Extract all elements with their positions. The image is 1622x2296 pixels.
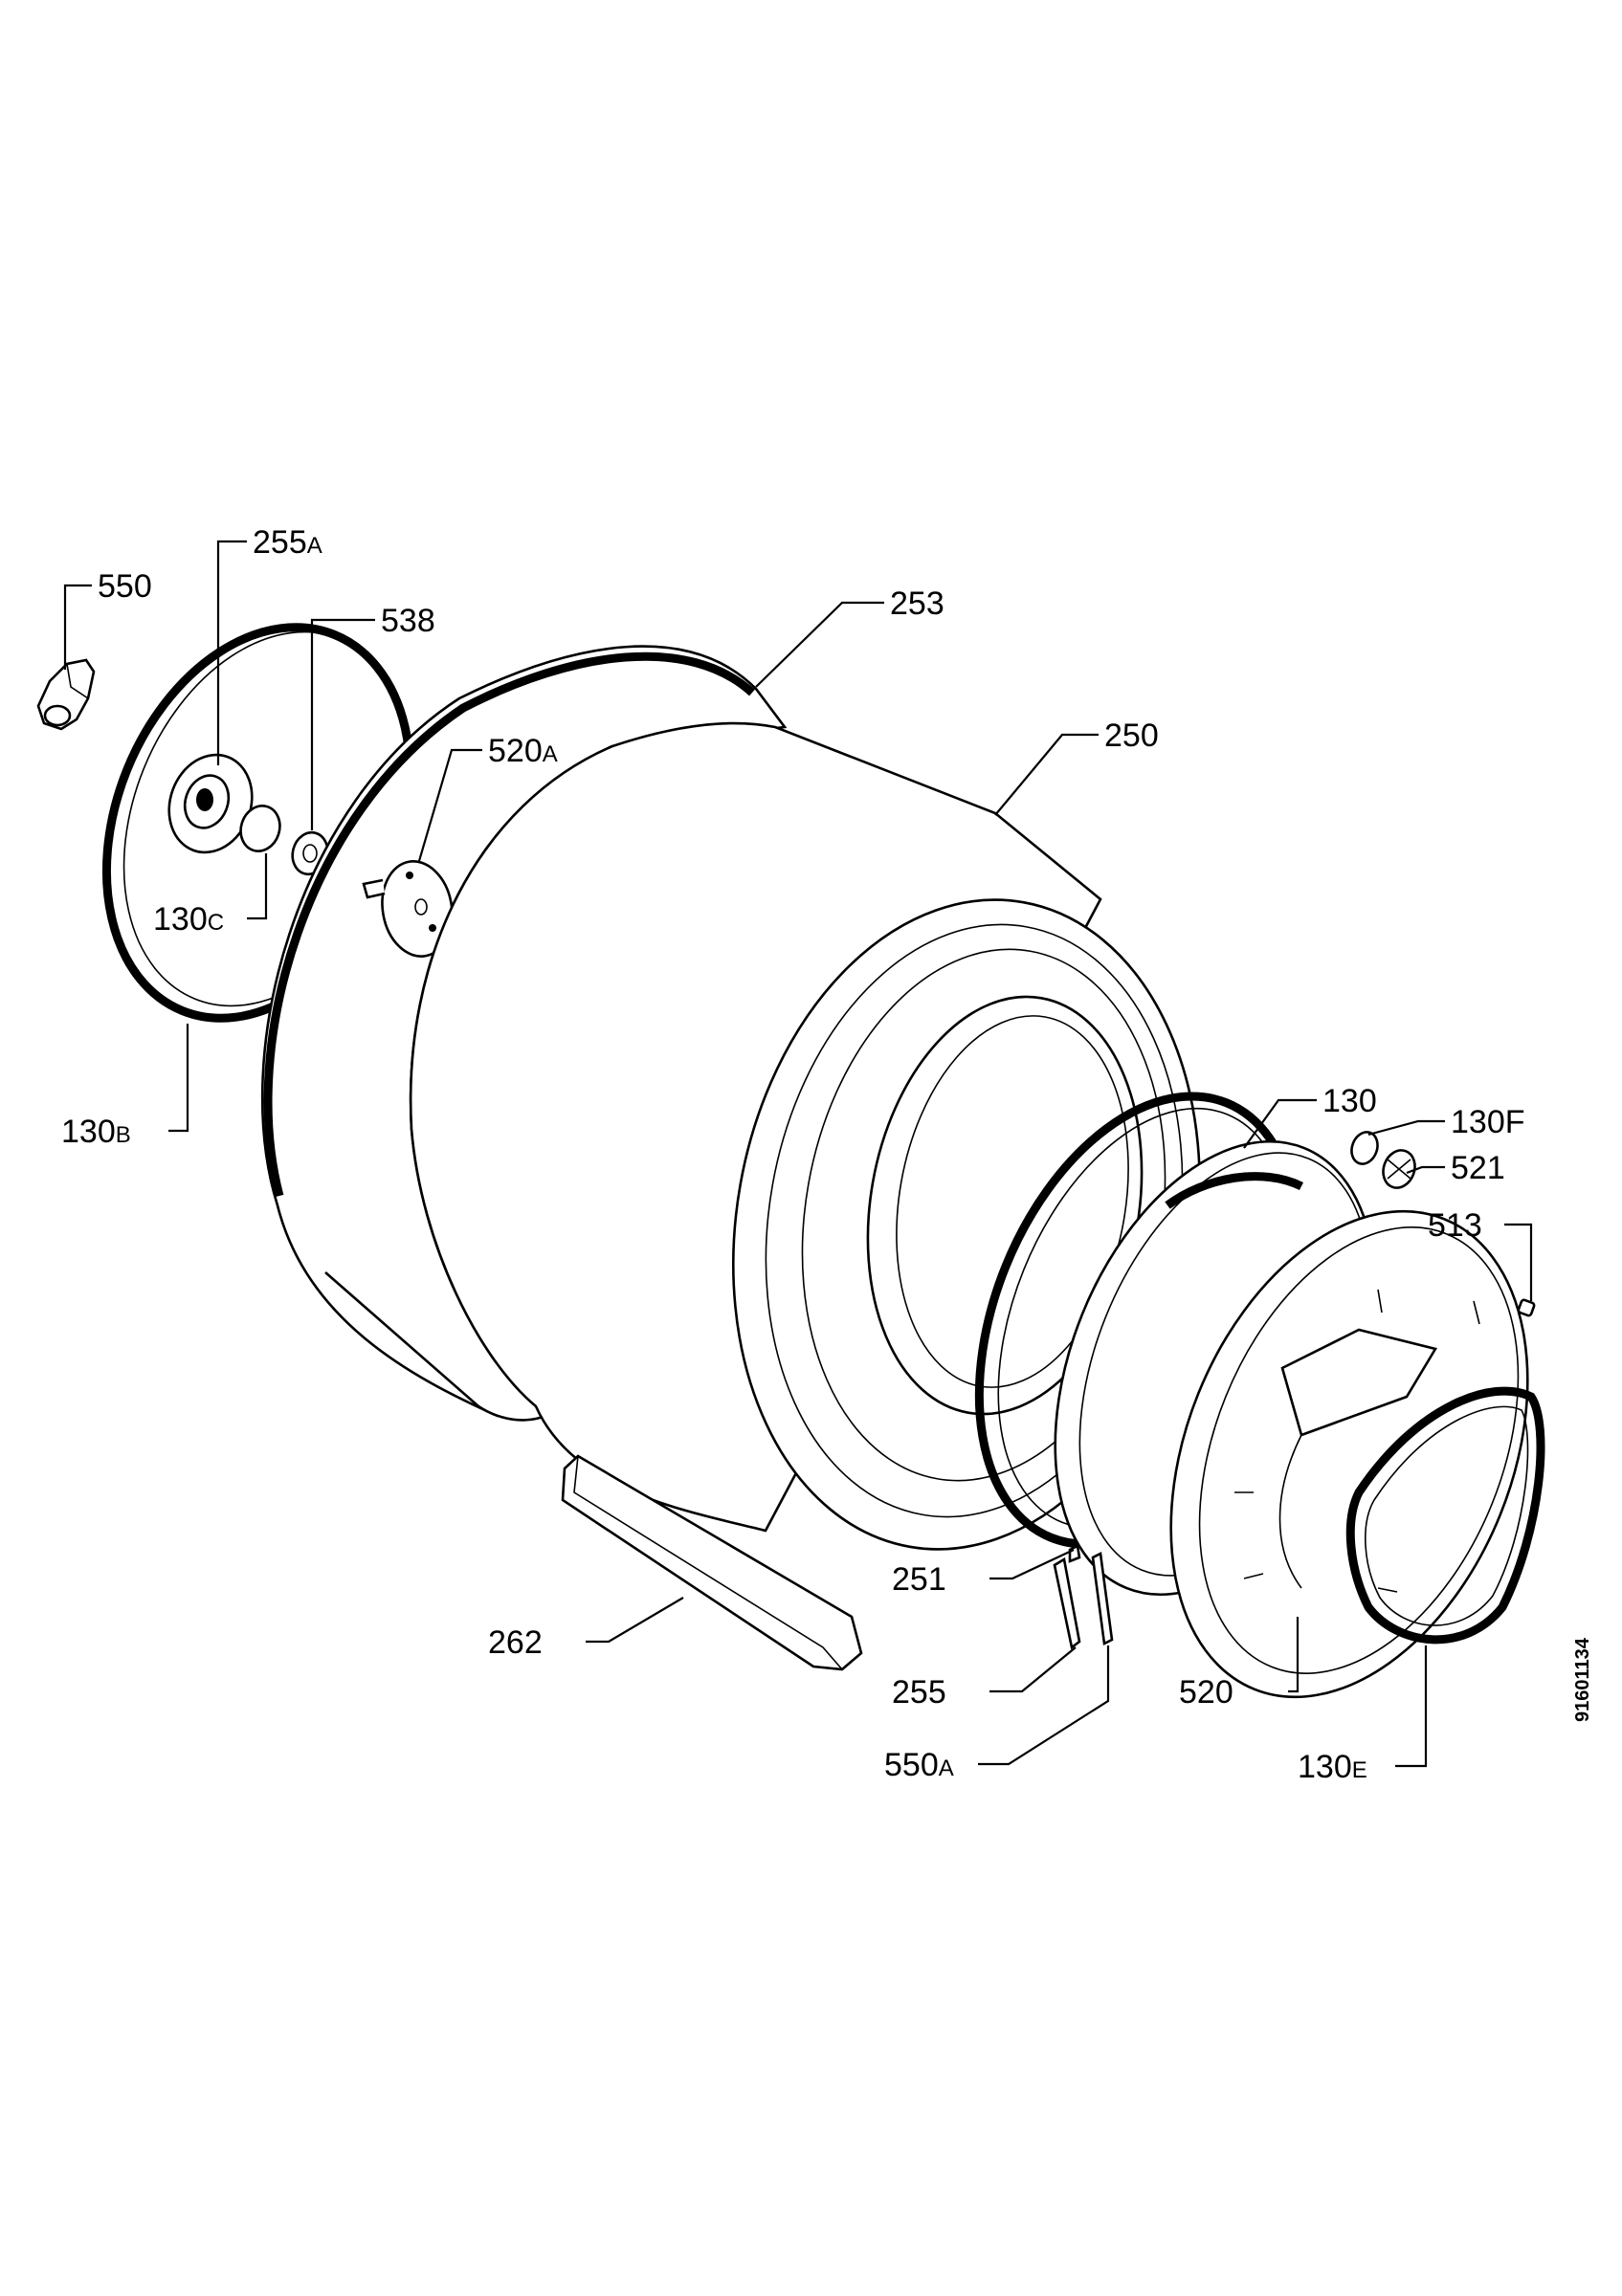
part-130c-o-ring: [239, 805, 281, 852]
part-255a-bearing-hub: [167, 753, 254, 854]
label-255a: 255A: [253, 524, 322, 561]
label-262: 262: [488, 1624, 543, 1661]
document-code: 91601134: [1572, 1637, 1593, 1722]
label-253: 253: [890, 585, 944, 622]
label-250: 250: [1104, 718, 1159, 754]
part-labels: 550 255A 538 253 520A 250 130C 130B 130 …: [61, 524, 1525, 1785]
part-255-slide-strip: [1053, 1544, 1081, 1650]
label-520a: 520A: [488, 733, 558, 769]
part-253-drum-rear: [261, 645, 788, 1422]
label-130b: 130B: [61, 1114, 131, 1150]
label-255: 255: [892, 1674, 946, 1711]
part-550a-strip: [1091, 1552, 1114, 1645]
part-262-lifter: [561, 1454, 863, 1671]
leader-lines: [63, 540, 1533, 1768]
part-550-clip: [36, 658, 96, 731]
label-130f: 130F: [1451, 1104, 1525, 1140]
label-550a: 550A: [884, 1747, 954, 1783]
part-130e-felt-seal: [1345, 1386, 1545, 1645]
label-130: 130: [1322, 1083, 1377, 1119]
label-550: 550: [98, 568, 152, 605]
part-130f-o-ring: [1350, 1131, 1379, 1165]
label-130e: 130E: [1298, 1749, 1367, 1785]
label-513: 513: [1428, 1207, 1482, 1244]
part-520-front-bearing-ring: [1169, 1209, 1529, 1699]
label-521: 521: [1451, 1150, 1505, 1186]
part-521-bushing: [1382, 1149, 1416, 1189]
part-513-bolt: [1517, 1298, 1536, 1317]
label-251: 251: [892, 1561, 946, 1598]
label-130c: 130C: [153, 901, 224, 938]
label-520: 520: [1179, 1674, 1233, 1711]
part-520a-bearing-plate: [362, 860, 454, 958]
label-538: 538: [381, 603, 435, 639]
